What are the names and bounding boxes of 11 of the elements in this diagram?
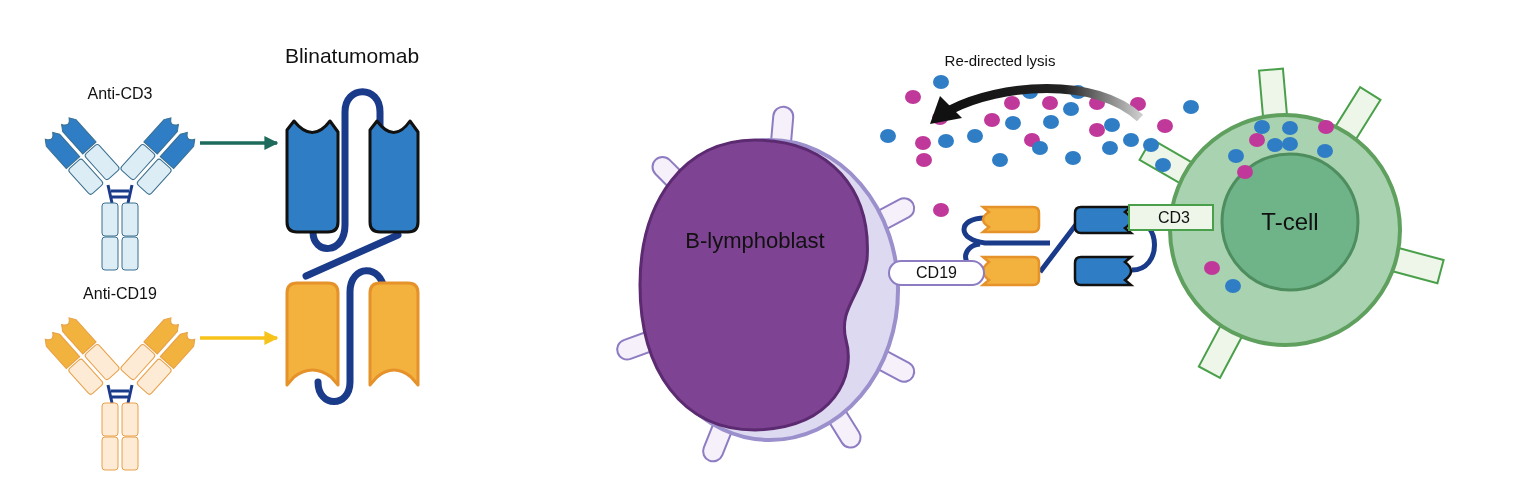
- arrow: [200, 136, 279, 150]
- annotation-text: Re-directed lysis: [943, 52, 1057, 69]
- linker-line: [302, 231, 402, 280]
- arrow: [200, 331, 279, 345]
- receptor-label: CD3: [1128, 204, 1214, 231]
- antibody-label: Anti-CD19: [82, 285, 158, 303]
- construct-title: Blinatumomab: [283, 44, 421, 68]
- receptor-label: CD19: [888, 260, 985, 286]
- cell-label: B-lymphoblast: [684, 228, 826, 254]
- cell-label: T-cell: [1260, 208, 1320, 236]
- antibody-label: Anti-CD3: [86, 85, 154, 103]
